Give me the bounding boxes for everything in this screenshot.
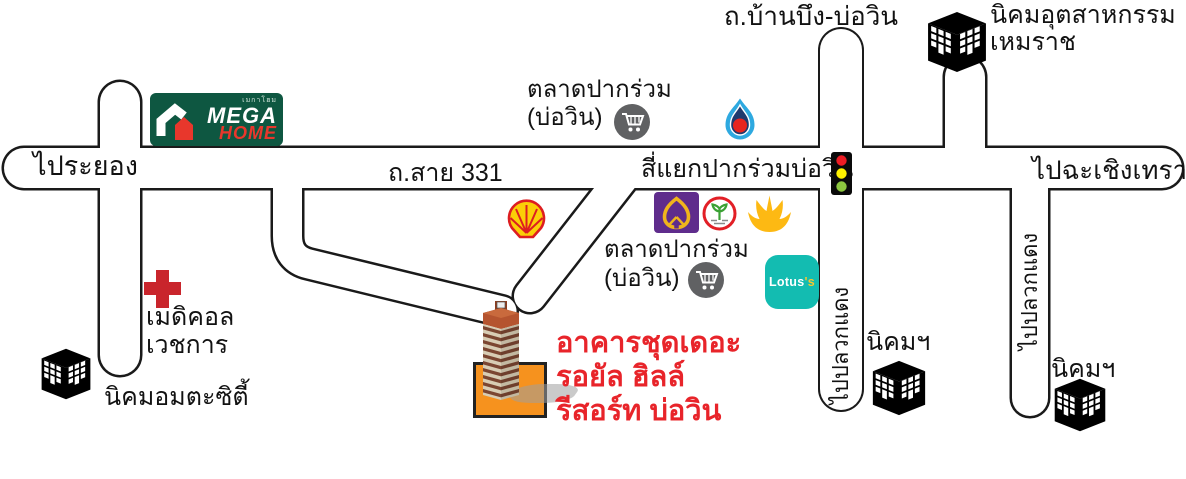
industrial-estate-east-label: นิคมฯ [1051,355,1116,383]
traffic-light-icon [831,152,852,195]
lotus-suffix: 's [804,275,816,289]
destination-label: อาคารชุดเดอะ รอยัล ฮิลล์ รีสอร์ท บ่อวิน [556,326,741,428]
industrial-estate-west-label: นิคมฯ [866,328,931,356]
hemaraj-estate-label: นิคมอุตสาหกรรม เหมราช [990,2,1176,56]
megahome-thai-text: เมกาโฮม [242,97,277,104]
shopping-cart-icon [688,262,724,298]
medical-line2: เวชการ [146,331,229,359]
ptt-logo-icon [725,98,755,140]
amata-city-label: นิคมอมตะซิตี้ [104,383,249,411]
condo-tower-icon [483,301,519,400]
destination-line2: รอยัล ฮิลล์ [556,361,686,393]
market-south-label: ตลาดปากร่วม (บ่อวิน) [604,235,749,293]
market-north-label: ตลาดปากร่วม (บ่อวิน) [527,76,672,132]
shopping-cart-icon [614,104,650,140]
lotus-text: Lotus [768,275,805,289]
shell-logo-icon [507,199,546,239]
hemaraj-line2: เหมราช [990,28,1076,56]
banbung-bowin-road-label: ถ.บ้านบึง-บ่อวิน [723,1,899,31]
industrial-building-icon [37,347,95,401]
to-pluakdaeng-west-label: ไปปลวกแดง [820,286,862,403]
kasikorn-bank-logo-icon [702,196,737,231]
to-chachoengsao-label: ไปฉะเชิงเทรา [1032,155,1186,185]
market-south-line2: (บ่อวิน) [604,265,680,292]
medical-cross-icon [144,270,181,308]
medical-line1: เมดิคอล [146,303,235,331]
krungsri-bank-logo-icon [748,195,791,232]
industrial-building-icon [871,356,927,420]
market-south-line1: ตลาดปากร่วม [604,236,749,263]
market-north-line2: (บ่อวิน) [527,104,603,131]
industrial-building-icon [926,8,988,76]
to-pluakdaeng-east-label: ไปปลวกแดง [1009,232,1051,350]
megahome-house-icon [156,103,193,140]
hemaraj-line1: นิคมอุตสาหกรรม [990,1,1176,29]
road-surfaces [4,29,1182,416]
to-pluakdaeng-east-text: ไปปลวกแดง [1017,232,1043,350]
route-331-label: ถ.สาย 331 [388,159,503,187]
lotus-logo: Lotus's [765,255,819,309]
market-north-line1: ตลาดปากร่วม [527,76,672,103]
megahome-text-home: HOME [219,123,277,143]
to-pluakdaeng-west-text: ไปปลวกแดง [828,286,854,404]
to-rayong-label: ไประยอง [33,151,138,181]
megahome-text-mega: MEGA [207,103,277,128]
pakruam-intersection-label: สี่แยกปากร่วมบ่อวิน [641,155,854,183]
medical-clinic-label: เมดิคอล เวชการ [146,303,234,359]
industrial-building-icon [1051,377,1109,433]
destination-line1: อาคารชุดเดอะ [556,327,742,359]
scb-bank-logo-icon [654,192,699,233]
destination-line3: รีสอร์ท บ่อวิน [556,395,722,427]
megahome-logo: เมกาโฮม MEGA HOME [150,93,283,146]
